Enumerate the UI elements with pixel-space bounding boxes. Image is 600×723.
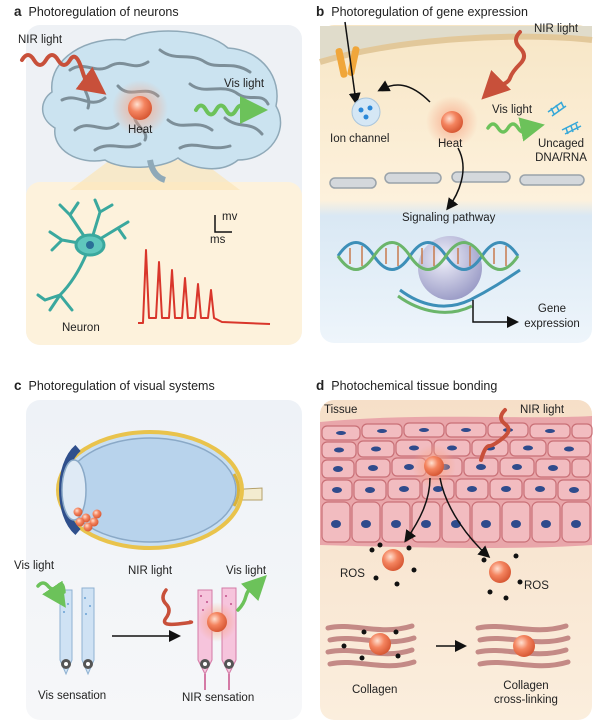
vis-light-label: Vis light [492,104,533,116]
neuron-icon [36,198,130,312]
vis-photoreceptor-icon [59,587,95,676]
nir-light-label: NIR light [534,23,579,35]
nir-light-label: NIR light [520,404,565,416]
nir-sensation-label: NIR sensation [182,692,255,704]
nir-light-label: NIR light [18,34,63,46]
nanoparticle-icon [441,111,463,133]
nir-light-wave-icon [161,588,194,627]
heat-label: Heat [438,138,463,150]
eyeball-icon [56,430,263,550]
dna-rna-label: DNA/RNA [535,152,587,164]
nuclear-envelope [329,171,585,189]
panel-a [20,25,302,345]
vis-light-label: Vis light [14,560,55,572]
nir-light-wave-icon [479,408,511,462]
gene-label: Gene [537,303,567,315]
collagen-label: Collagen [352,684,398,696]
dna-helix-icon [336,241,521,314]
signaling-pathway-label: Signaling pathway [402,212,496,224]
expression-label: expression [524,318,580,330]
ion-channel-icon [335,46,360,78]
ros-nanoparticle-icon [382,549,404,571]
panel-b [319,21,593,343]
tissue-label: Tissue [324,404,358,416]
ros-label: ROS [340,568,365,580]
dna-fragment-icon [547,101,582,135]
nanoparticle-icon [424,456,444,476]
cross-linking-label: cross-linking [494,694,558,706]
nanoparticle-icon [128,96,152,120]
heat-label: Heat [128,124,153,136]
panel-c [26,400,302,720]
scale-bar [214,215,232,233]
ms-unit-label: ms [210,234,226,246]
mv-unit-label: mv [222,211,238,223]
nanoparticle-icon [207,612,227,632]
ros-label: ROS [524,580,549,592]
ion-channel-label: Ion channel [330,133,390,145]
vis-sensation-label: Vis sensation [38,690,107,702]
vis-light-label: Vis light [224,78,265,90]
vis-light-label: Vis light [226,565,267,577]
vis-light-wave-icon [194,103,248,117]
tissue-layer [320,416,593,549]
neuron-label: Neuron [62,322,100,334]
action-potential-trace [138,249,271,325]
panel-d [320,400,593,720]
ros-nanoparticle-icon [489,561,511,583]
nir-light-label: NIR light [128,565,173,577]
collagen-fibers-icon [325,623,417,669]
collagen-crosslink-label: Collagen [503,680,549,692]
uncaged-label: Uncaged [537,138,585,150]
